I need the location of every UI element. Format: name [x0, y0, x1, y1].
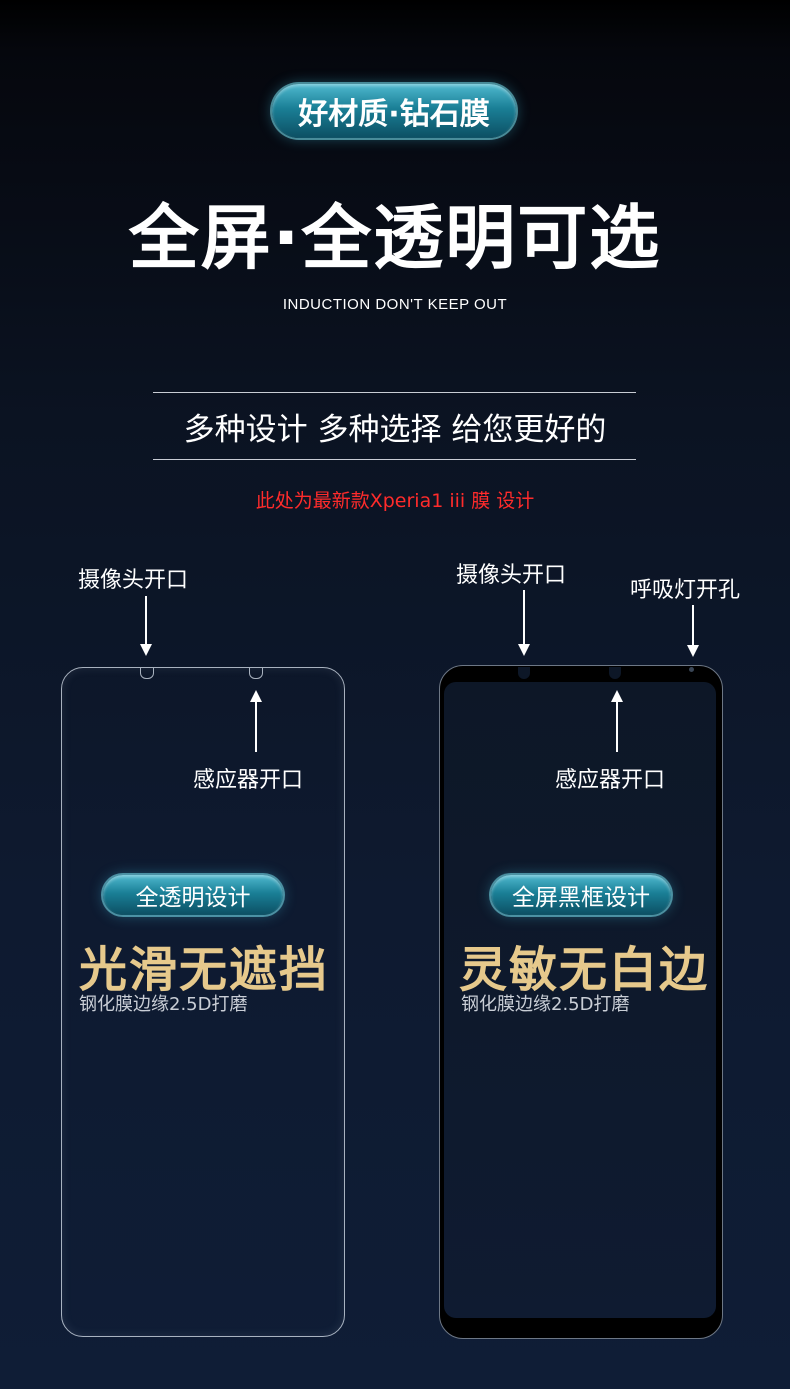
material-badge: 好材质·钻石膜: [272, 84, 516, 138]
english-subtitle: INDUCTION DON'T KEEP OUT: [282, 296, 508, 313]
left-feature-detail: 钢化膜边缘2.5D打磨: [79, 994, 248, 1015]
right-sensor-notch: [609, 667, 621, 679]
left-sensor-notch: [249, 668, 263, 679]
breathing-light-hole: [689, 667, 694, 672]
tagline: 多种设计 多种选择 给您更好的: [183, 412, 607, 448]
divider-top: [153, 392, 636, 393]
model-note: 此处为最新款Xperia1 iii 膜 设计: [255, 490, 535, 512]
breathing-light-arrow-icon: [687, 605, 699, 657]
left-camera-arrow-icon: [140, 596, 152, 656]
right-sensor-label: 感应器开口: [555, 768, 666, 793]
right-camera-arrow-icon: [518, 590, 530, 656]
left-feature-title: 光滑无遮挡: [79, 942, 330, 998]
left-sensor-arrow-icon: [250, 690, 262, 752]
right-feature-title: 灵敏无白边: [459, 942, 710, 998]
black-frame-screen-area: [444, 682, 716, 1318]
left-camera-notch: [140, 668, 154, 679]
breathing-light-label: 呼吸灯开孔: [630, 578, 741, 603]
right-camera-notch: [518, 667, 530, 679]
clear-film-outline: [61, 667, 345, 1337]
divider-bottom: [153, 459, 636, 460]
left-camera-label: 摄像头开口: [78, 568, 189, 593]
left-sensor-label: 感应器开口: [193, 768, 304, 793]
page-headline: 全屏·全透明可选: [128, 197, 662, 279]
black-frame-design-badge: 全屏黑框设计: [491, 875, 671, 915]
right-camera-label: 摄像头开口: [456, 563, 567, 588]
clear-design-badge: 全透明设计: [103, 875, 283, 915]
right-sensor-arrow-icon: [611, 690, 623, 752]
right-feature-detail: 钢化膜边缘2.5D打磨: [461, 994, 630, 1015]
